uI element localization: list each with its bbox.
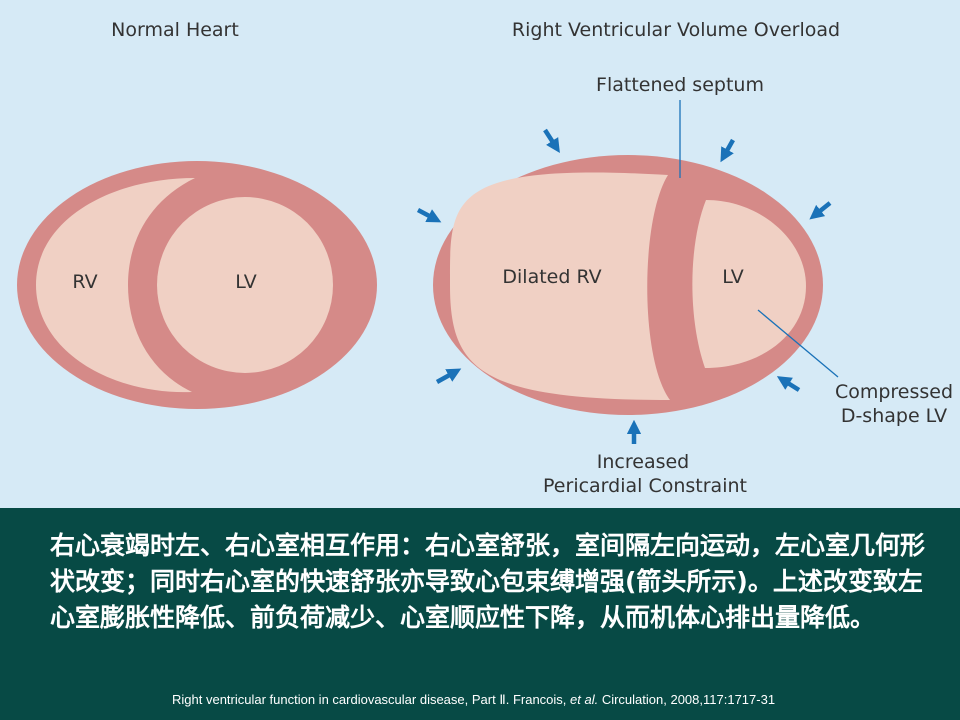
- constraint-arrows: [416, 128, 832, 444]
- normal-rv-chamber: [36, 178, 195, 393]
- normal-heart: RV LV: [17, 161, 377, 409]
- caption-text: 右心衰竭时左、右心室相互作用：右心室舒张，室间隔左向运动，左心室几何形状改变；同…: [50, 531, 926, 632]
- heart-diagram: Normal Heart Right Ventricular Volume Ov…: [0, 0, 960, 508]
- normal-lv-chamber: [157, 197, 333, 373]
- constraint-arrow: [435, 368, 462, 384]
- constraint-arrow: [809, 201, 832, 220]
- constraint-arrow: [720, 138, 735, 163]
- normal-rv-label: RV: [72, 271, 97, 293]
- normal-heart-title: Normal Heart: [111, 19, 239, 41]
- dilated-rv-label: Dilated RV: [502, 266, 601, 288]
- constraint-arrow: [543, 128, 560, 154]
- overload-title: Right Ventricular Volume Overload: [512, 19, 840, 41]
- compressed-lv-annotation-line1: Compressed: [835, 381, 953, 403]
- overload-lv-label: LV: [722, 266, 744, 288]
- citation-etal: et al.: [570, 692, 599, 707]
- constraint-arrow: [416, 208, 442, 223]
- lv-leader-line: [757, 309, 839, 378]
- constraint-annotation-line1: Increased: [597, 451, 689, 473]
- citation-part1: Right ventricular function in cardiovasc…: [172, 692, 571, 707]
- citation-part2: Circulation, 2008,117:1717-31: [598, 692, 776, 707]
- overload-heart: Dilated RV LV: [433, 155, 823, 415]
- septum-annotation: Flattened septum: [596, 74, 764, 96]
- constraint-annotation-line2: Pericardial Constraint: [543, 475, 747, 497]
- citation: Right ventricular function in cardiovasc…: [172, 692, 952, 708]
- compressed-lv-annotation-line2: D-shape LV: [841, 405, 947, 427]
- diagram-canvas: Normal Heart Right Ventricular Volume Ov…: [17, 19, 953, 497]
- dilated-rv-chamber: [449, 172, 670, 400]
- constraint-arrow: [776, 376, 801, 392]
- normal-lv-label: LV: [235, 271, 257, 293]
- caption-panel: 右心衰竭时左、右心室相互作用：右心室舒张，室间隔左向运动，左心室几何形状改变；同…: [0, 508, 960, 720]
